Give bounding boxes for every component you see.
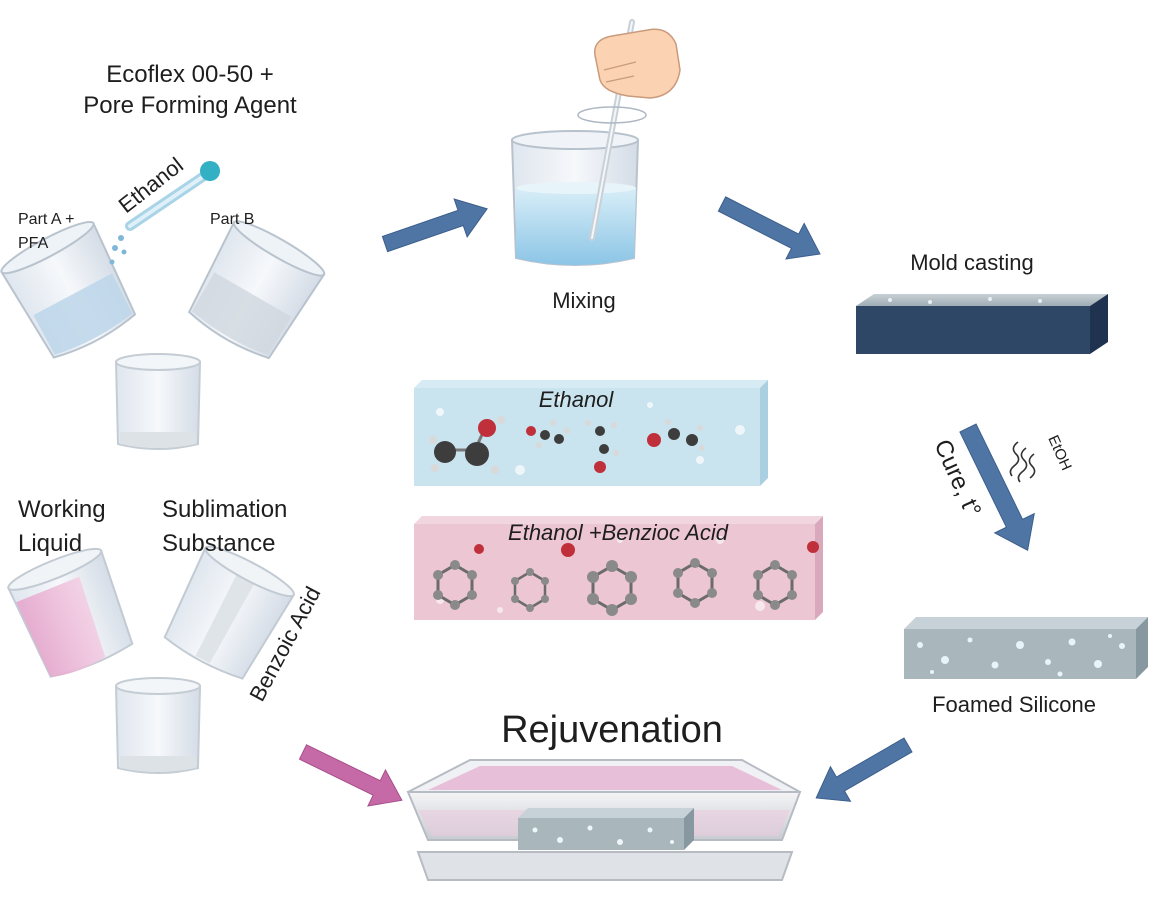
sublimation-beaker <box>163 545 296 680</box>
pink-arrow-to-rejuvenation <box>298 744 403 807</box>
rejuvenation-tray <box>406 759 802 881</box>
part-a-beaker <box>0 220 137 359</box>
foamed-silicone-label: Foamed Silicone <box>932 692 1096 717</box>
mixing-target-beaker-top <box>114 353 202 450</box>
working-liquid-label-line1: Working <box>18 496 106 523</box>
benzoic-molecule <box>753 541 819 610</box>
part-a-label-line2: PFA <box>18 235 49 252</box>
ecoflex-label-line1: Ecoflex 00-50 + <box>106 61 273 88</box>
ethanol-dropper <box>109 161 220 265</box>
part-a-label-line1: Part A + <box>18 211 74 228</box>
benzoic-molecules <box>433 541 819 616</box>
arrow-cure <box>959 423 1035 551</box>
working-liquid-beaker <box>7 547 134 678</box>
ethanol-benzoic-block-label: Ethanol +Benzioc Acid <box>508 520 729 545</box>
foamed-silicone-block <box>904 617 1148 679</box>
working-liquid-label-line2: Liquid <box>18 530 82 557</box>
etoh-label: EtOH <box>1044 433 1074 473</box>
benzoic-molecule <box>511 568 549 612</box>
tray-silicone-sample <box>518 808 694 850</box>
benzoic-block <box>414 516 823 620</box>
ethanol-molecule <box>429 416 505 474</box>
vapor-icon <box>1009 441 1036 483</box>
part-b-beaker <box>187 220 326 360</box>
mixing-beaker <box>510 130 640 266</box>
mixing-label: Mixing <box>552 288 616 313</box>
ethanol-molecule <box>585 420 619 473</box>
ethanol-block-label: Ethanol <box>539 387 615 412</box>
benzoic-molecule <box>561 543 637 616</box>
rejuvenation-title: Rejuvenation <box>501 709 723 751</box>
ethanol-block <box>414 380 768 486</box>
sublimation-label-line1: Sublimation <box>162 496 287 523</box>
arrow-to-mold <box>717 196 821 260</box>
benzoic-molecule <box>433 544 484 610</box>
ecoflex-label-line2: Pore Forming Agent <box>83 92 297 119</box>
mold-casting-block <box>856 294 1108 354</box>
arrow-to-rejuvenation <box>815 737 913 802</box>
ethanol-molecule <box>647 419 705 451</box>
benzoic-molecule <box>673 558 717 608</box>
part-b-label: Part B <box>210 211 254 228</box>
mold-casting-label: Mold casting <box>910 250 1034 275</box>
ethanol-molecule <box>526 420 570 448</box>
sublimation-label-line2: Substance <box>162 530 275 557</box>
mixing-target-beaker-bottom <box>114 677 202 774</box>
arrow-to-mixing <box>381 198 488 253</box>
ethanol-molecules <box>429 416 705 474</box>
hand-icon <box>594 28 681 99</box>
